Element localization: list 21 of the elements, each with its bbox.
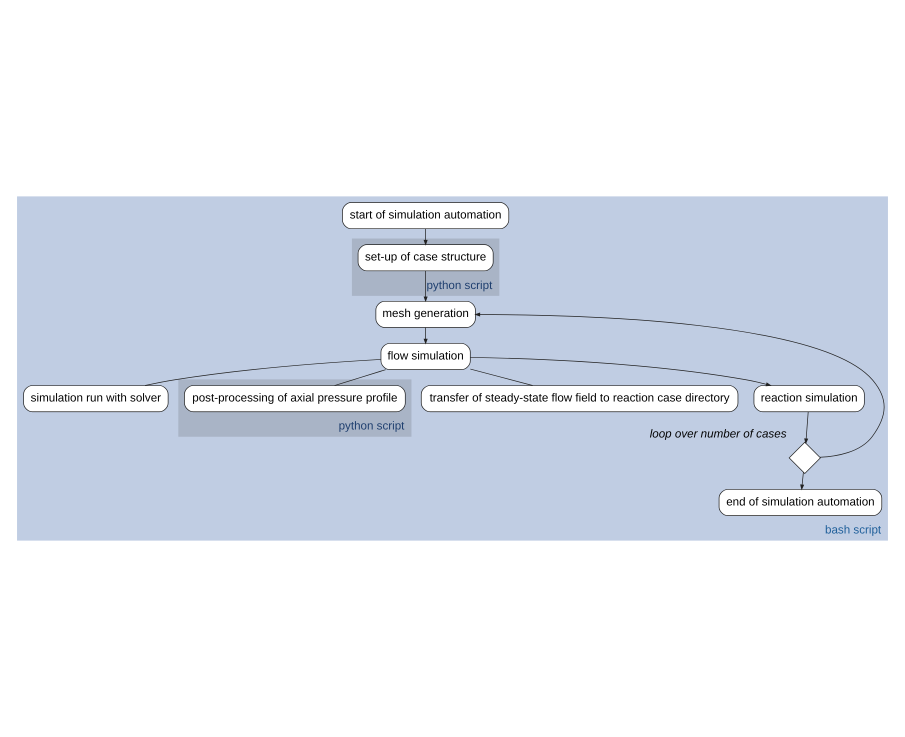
- arrow: [424, 327, 428, 345]
- node-label: loop over number of cases: [650, 428, 787, 441]
- connector: [470, 368, 533, 386]
- node-diamond: [788, 442, 821, 474]
- node-box: end of simulation automation: [718, 489, 882, 516]
- node-box: post-processing of axial pressure profile: [184, 385, 406, 412]
- arrow: [800, 472, 804, 490]
- node-box: mesh generation: [376, 300, 476, 328]
- arrow: [474, 312, 884, 458]
- node-box: set-up of case structure: [358, 244, 494, 272]
- arrow: [804, 412, 809, 444]
- node-box: simulation run with solver: [23, 385, 168, 412]
- node-box: transfer of steady-state flow field to reaction case directory: [420, 385, 738, 412]
- arrow: [424, 228, 428, 246]
- arrow: [424, 270, 428, 302]
- node-box: start of simulation automation: [342, 202, 510, 230]
- connector: [334, 369, 386, 386]
- node-box: reaction simulation: [754, 385, 865, 412]
- node-box: flow simulation: [380, 343, 471, 370]
- connector: [144, 359, 382, 386]
- arrow: [470, 357, 772, 386]
